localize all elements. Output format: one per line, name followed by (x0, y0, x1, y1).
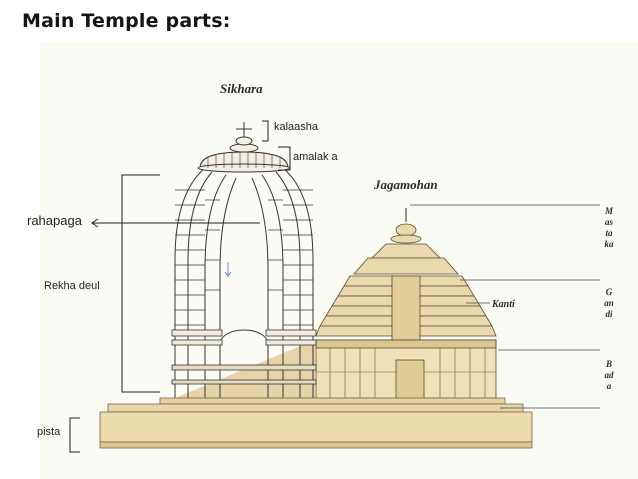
rekha-deul-tower (174, 167, 314, 400)
label-sikhara: Sikhara (220, 81, 263, 96)
annotation-lines (69, 120, 600, 453)
tower-bada-bands (171, 329, 317, 385)
sand-slope (175, 340, 315, 402)
jagamohan-wall-lines (316, 348, 496, 402)
amalaka-ribs (207, 152, 281, 168)
label-jagamohan: Jagamohan (374, 177, 438, 192)
label-gandi: Gandi (604, 287, 614, 319)
pista-platform (99, 397, 533, 449)
label-pista: pista (37, 426, 61, 438)
label-amalaka: amalak a (293, 151, 338, 163)
page-title: Main Temple parts: (22, 10, 231, 32)
label-bada: Bada (604, 359, 614, 391)
jagamohan-structure (315, 208, 497, 403)
label-kalaasha: kalaasha (274, 121, 319, 133)
label-rekha-deul: Rekha deul (44, 280, 100, 292)
label-rahapaga: rahapaga (27, 213, 82, 228)
label-kanti: Kanti (492, 299, 515, 310)
kalaasha-shape (229, 122, 259, 153)
tower-tier-lines (175, 189, 313, 326)
label-mastaka: Mastaka (604, 206, 614, 249)
amalaka-shape (197, 151, 291, 173)
